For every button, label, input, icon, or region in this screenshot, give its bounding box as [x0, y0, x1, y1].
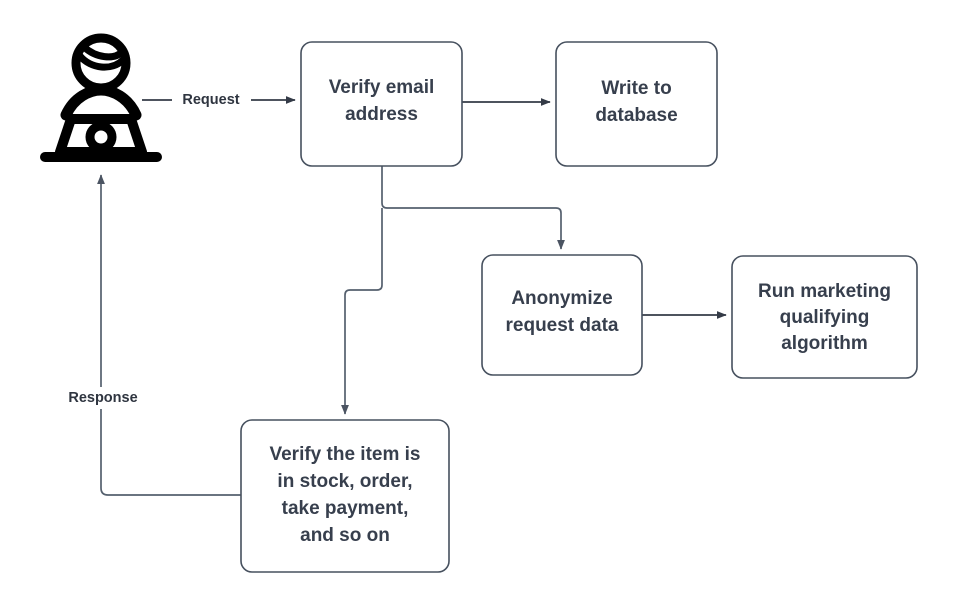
write-to-database-box[interactable] [555, 41, 718, 167]
run-marketing-line-3: algorithm [781, 333, 868, 354]
verify-item-stock-line-1: Verify the item is [269, 444, 420, 465]
response-edge: Response [56, 174, 241, 496]
verify-email-to-anonymize-edge [381, 166, 565, 250]
anonymize-request-data-node[interactable]: Anonymize request data [481, 254, 643, 376]
run-marketing-line-2: qualifying [780, 307, 870, 328]
person-at-laptop-icon [40, 33, 162, 162]
verify-email-address-line-2: address [345, 104, 418, 125]
write-to-database-node[interactable]: Write to database [555, 41, 718, 167]
anonymize-request-data-line-2: request data [506, 315, 619, 336]
write-to-database-line-2: database [595, 105, 677, 126]
run-marketing-qualifying-algorithm-node[interactable]: Run marketing qualifying algorithm [731, 255, 918, 379]
request-edge-label: Request [182, 92, 239, 108]
verify-email-address-line-1: Verify email [329, 77, 435, 98]
request-edge: Request [142, 89, 296, 110]
verify-email-address-node[interactable]: Verify email address [300, 41, 463, 167]
verify-item-stock-order-payment-node[interactable]: Verify the item is in stock, order, take… [240, 419, 450, 573]
verify-item-stock-line-3: take payment, [282, 498, 409, 519]
anonymize-request-data-box[interactable] [481, 254, 643, 376]
anonymize-request-data-line-1: Anonymize [511, 288, 612, 309]
run-marketing-line-1: Run marketing [758, 281, 891, 302]
run-marketing-qualifying-algorithm-box[interactable] [731, 255, 918, 379]
response-edge-label: Response [68, 390, 137, 406]
verify-item-stock-line-4: and so on [300, 525, 390, 546]
write-to-database-line-1: Write to [601, 78, 671, 99]
verify-email-address-box[interactable] [300, 41, 463, 167]
verify-item-stock-line-2: in stock, order, [277, 471, 412, 492]
verify-email-to-verify-stock-edge [341, 208, 383, 415]
verify-item-stock-box[interactable] [240, 419, 450, 573]
